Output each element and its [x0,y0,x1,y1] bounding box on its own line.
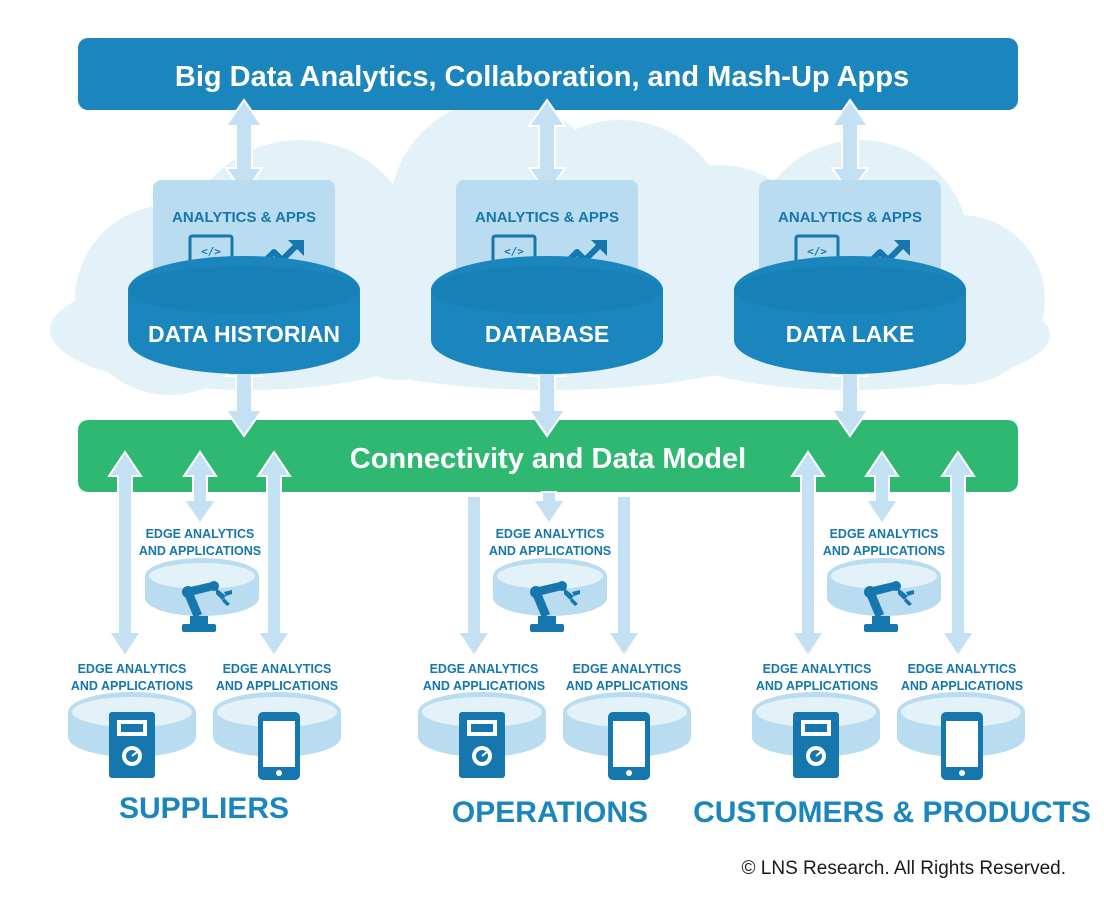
edge-label-line1: EDGE ANALYTICS [830,527,939,541]
edge-label-line1: EDGE ANALYTICS [223,662,332,676]
edge-group-suppliers: EDGE ANALYTICS AND APPLICATIONS EDGE ANA… [68,527,341,825]
storage-name: DATA LAKE [786,321,915,347]
edge-label-line2: AND APPLICATIONS [489,544,611,558]
group-name: SUPPLIERS [119,792,289,825]
edge-label-line2: AND APPLICATIONS [423,679,545,693]
edge-label-line1: EDGE ANALYTICS [908,662,1017,676]
edge-label-line2: AND APPLICATIONS [139,544,261,558]
top-arrows [224,98,870,196]
storage-name: DATABASE [485,321,609,347]
storage-data-historian: ANALYTICS & APPS </> DATA HISTORIAN [128,180,360,374]
analytics-apps-label: ANALYTICS & APPS [475,209,619,226]
meter-device-icon [109,712,155,778]
smartphone-icon [608,712,650,780]
edge-label-line2: AND APPLICATIONS [901,679,1023,693]
analytics-apps-label: ANALYTICS & APPS [172,209,316,226]
edge-label-line2: AND APPLICATIONS [756,679,878,693]
edge-group-customers: EDGE ANALYTICS AND APPLICATIONS EDGE ANA… [693,527,1091,829]
edge-label-line2: AND APPLICATIONS [216,679,338,693]
top-bar-title: Big Data Analytics, Collaboration, and M… [175,61,909,93]
smartphone-icon [941,712,983,780]
lower-arrows [107,450,976,658]
robot-arm-icon [864,581,914,632]
edge-label-line1: EDGE ANALYTICS [763,662,872,676]
svg-text:</>: </> [201,245,221,258]
smartphone-icon [258,712,300,780]
edge-label-line1: EDGE ANALYTICS [496,527,605,541]
edge-label-line1: EDGE ANALYTICS [573,662,682,676]
group-name: CUSTOMERS & PRODUCTS [693,796,1091,829]
robot-arm-icon [182,581,232,632]
copyright-notice: © LNS Research. All Rights Reserved. [741,858,1066,879]
analytics-apps-label: ANALYTICS & APPS [778,209,922,226]
storage-data-lake: ANALYTICS & APPS </> DATA LAKE [734,180,966,374]
connectivity-title: Connectivity and Data Model [350,443,746,475]
storage-database: ANALYTICS & APPS </> DATABASE [431,180,663,374]
connectivity-bar: Connectivity and Data Model [78,420,1018,492]
edge-label-line2: AND APPLICATIONS [71,679,193,693]
svg-text:</>: </> [504,245,524,258]
edge-group-operations: EDGE ANALYTICS AND APPLICATIONS EDGE ANA… [418,527,691,829]
svg-text:</>: </> [807,245,827,258]
edge-label-line1: EDGE ANALYTICS [146,527,255,541]
meter-device-icon [459,712,505,778]
edge-label-line2: AND APPLICATIONS [823,544,945,558]
edge-label-line1: EDGE ANALYTICS [78,662,187,676]
edge-label-line2: AND APPLICATIONS [566,679,688,693]
group-name: OPERATIONS [452,796,648,829]
storage-name: DATA HISTORIAN [148,321,340,347]
edge-label-line1: EDGE ANALYTICS [430,662,539,676]
meter-device-icon [793,712,839,778]
robot-arm-icon [530,581,580,632]
top-bar: Big Data Analytics, Collaboration, and M… [78,38,1018,110]
